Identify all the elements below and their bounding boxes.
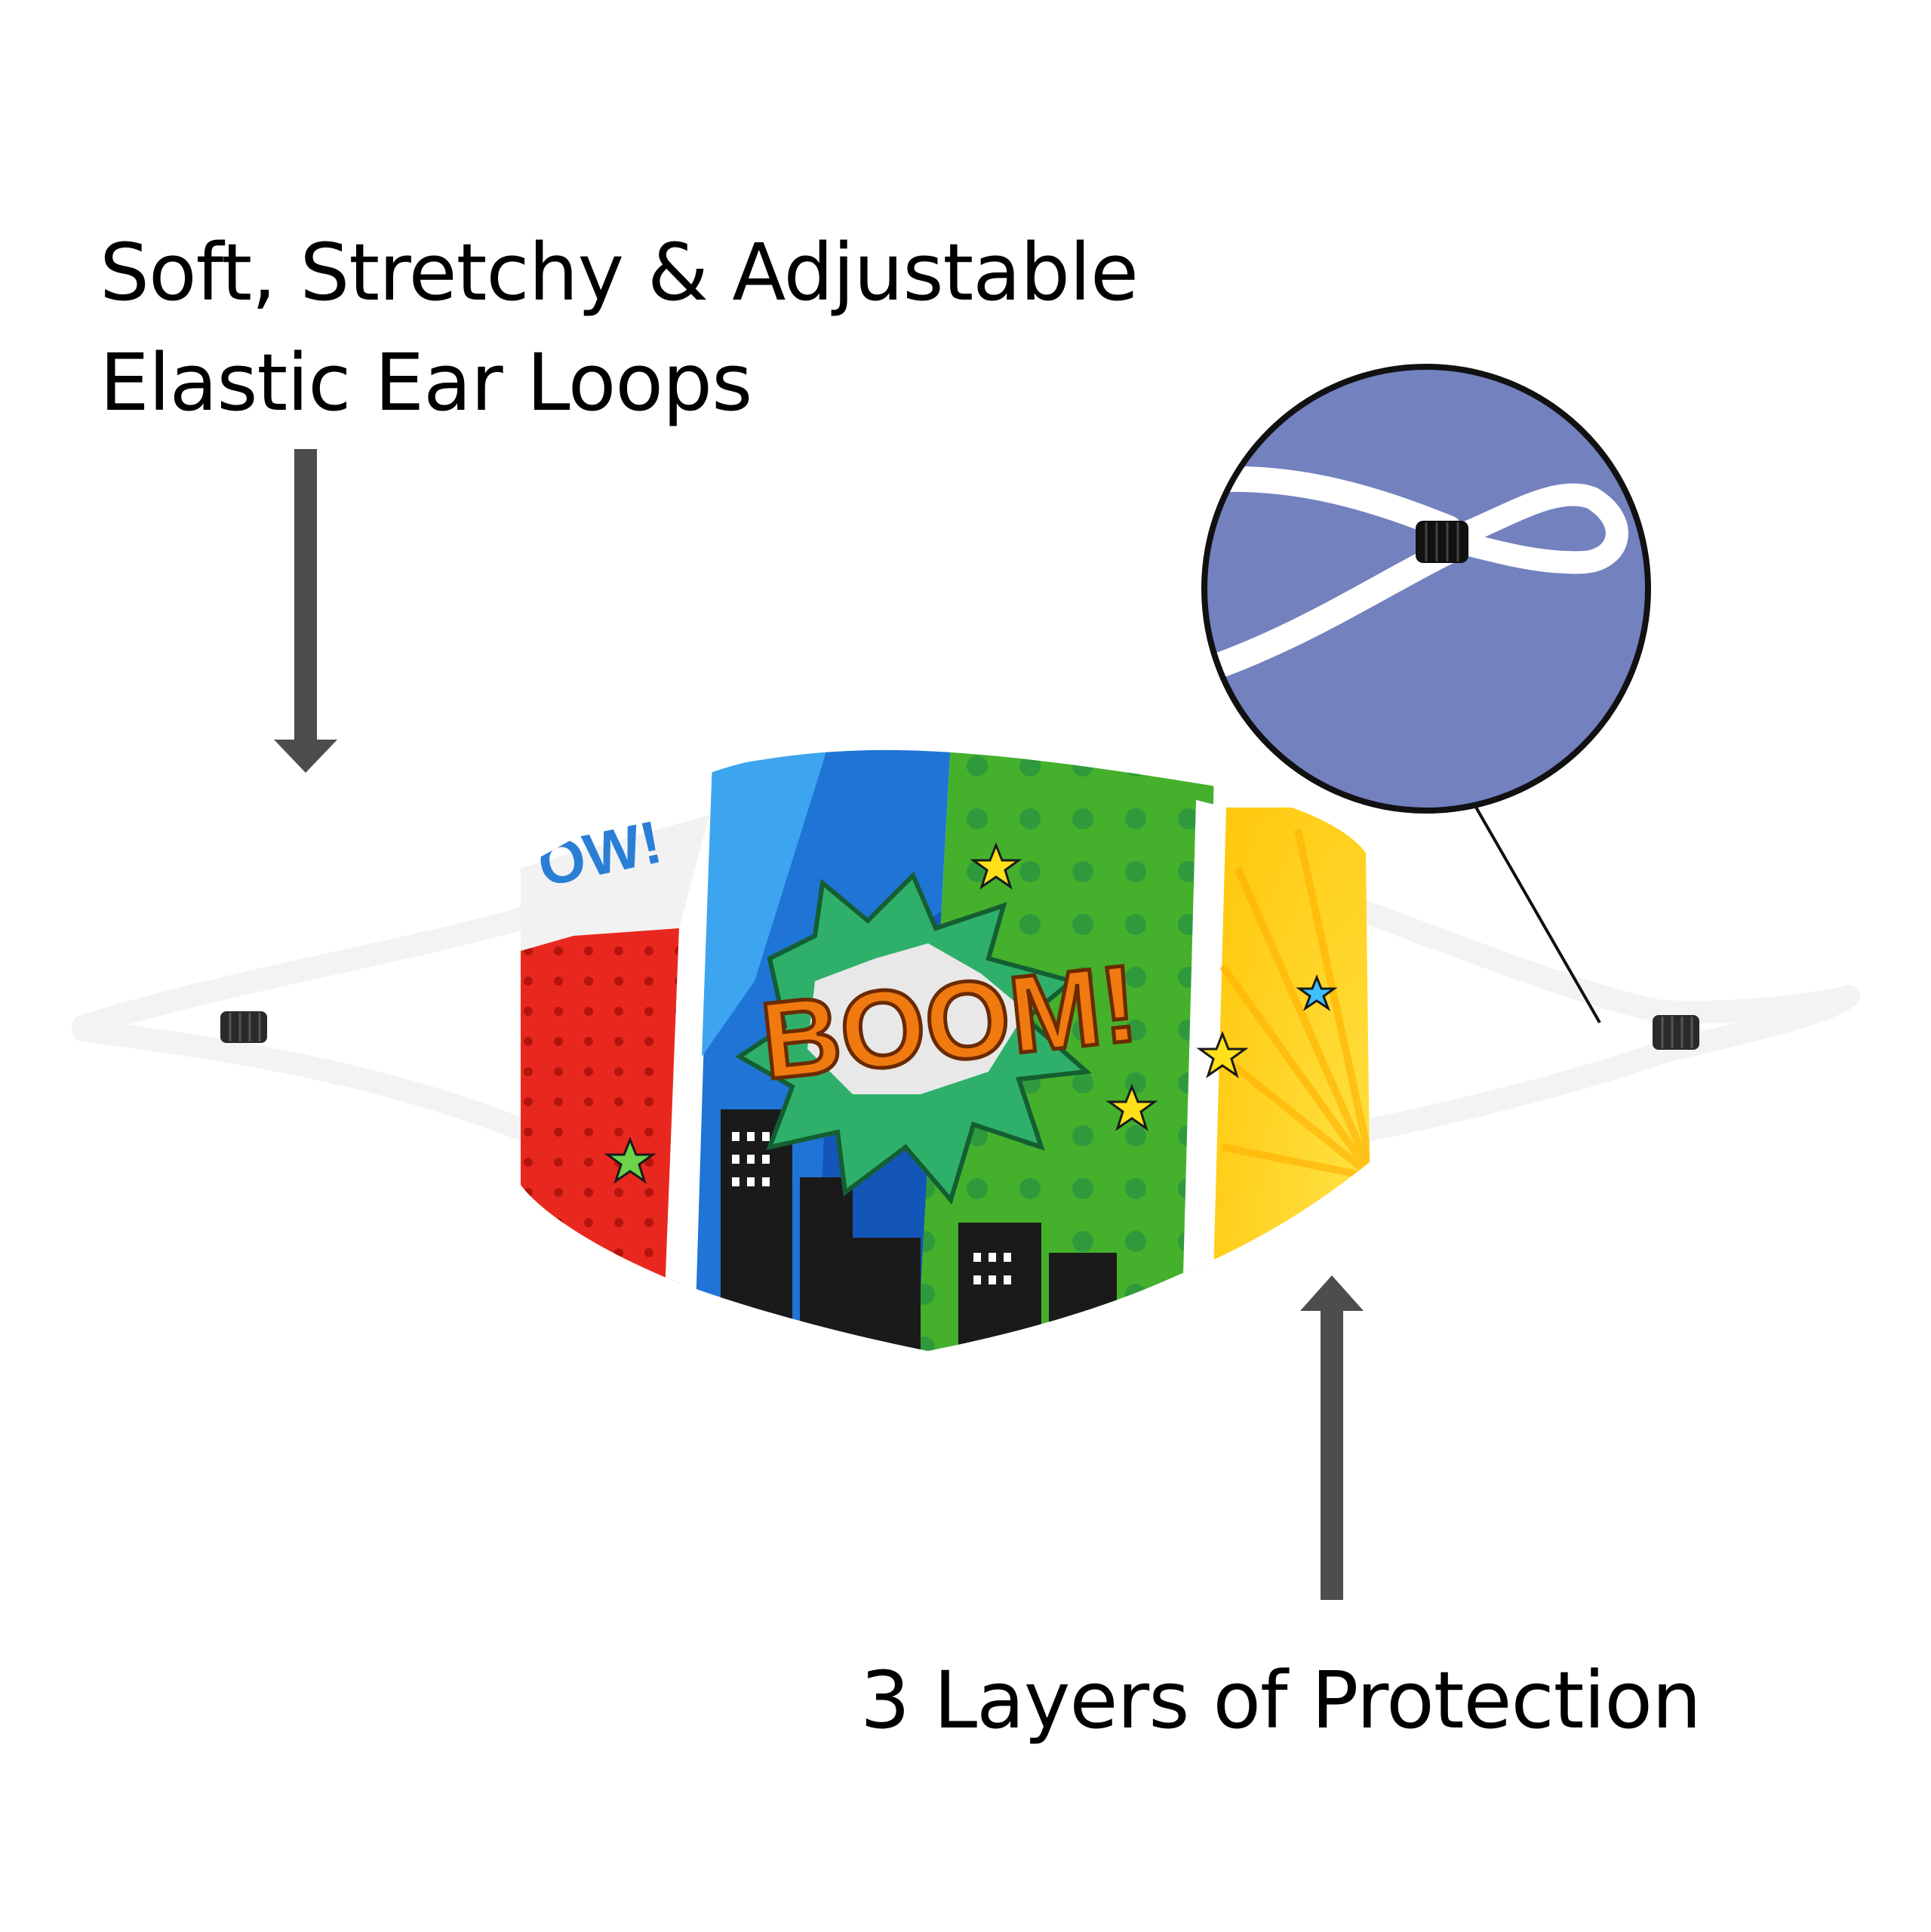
layers-caption-text: 3 Layers of Protection <box>860 1654 1702 1746</box>
left-ear-loop <box>72 906 540 1143</box>
zoom-inset <box>1201 364 1651 1023</box>
zoom-pointer-line <box>1474 805 1601 1023</box>
arrow-down-icon <box>274 449 337 773</box>
zoom-toggle-stopper <box>1416 521 1468 563</box>
left-toggle-stopper <box>220 1011 267 1043</box>
right-ear-loop <box>1347 898 1860 1143</box>
ear-loops-caption: Soft, Stretchy & Adjustable Elastic Ear … <box>100 217 1139 438</box>
arrow-up-icon <box>1300 1275 1364 1600</box>
ear-loops-caption-line1: Soft, Stretchy & Adjustable <box>100 226 1139 318</box>
face-mask: OW! BOOM! <box>521 749 1370 1351</box>
ear-loops-caption-line2: Elastic Ear Loops <box>100 337 752 429</box>
layers-caption: 3 Layers of Protection <box>860 1645 1702 1755</box>
right-toggle-stopper <box>1653 1015 1699 1050</box>
